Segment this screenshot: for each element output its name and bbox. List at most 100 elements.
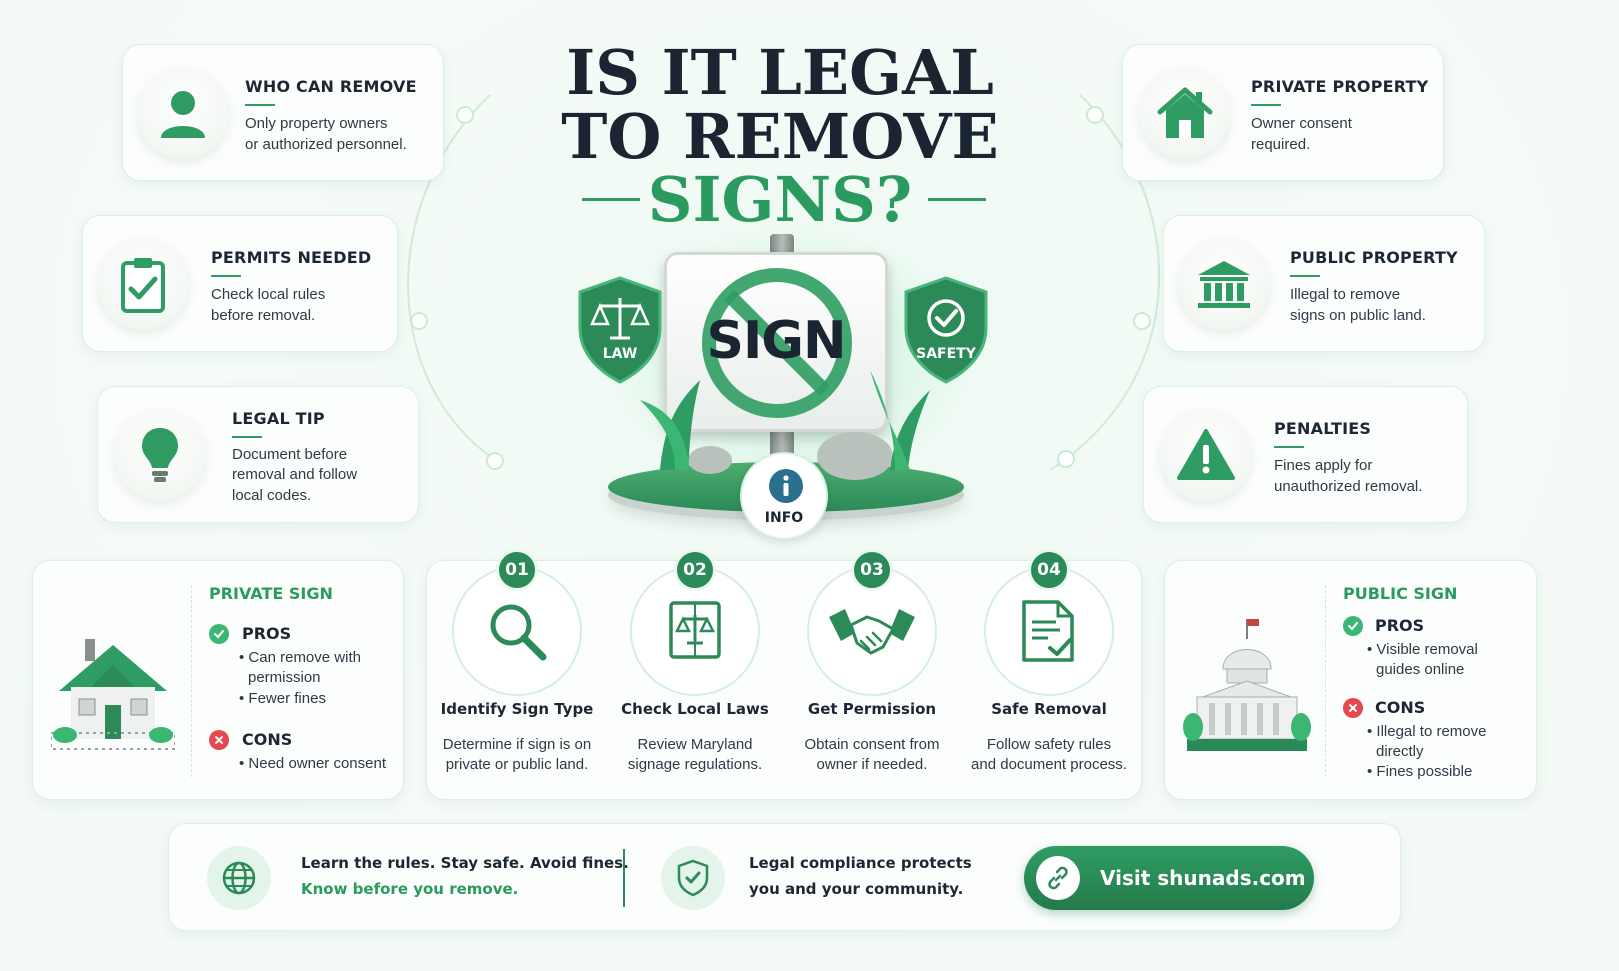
law-book-icon (669, 601, 721, 659)
house-icon-wrap (1139, 67, 1231, 159)
step-4-text-2: and document process. (971, 756, 1127, 773)
cons-item-1: • Need owner consent (239, 755, 387, 772)
card-title: LEGAL TIP (232, 409, 325, 438)
pros-label: PROS (1375, 616, 1425, 635)
card-text-1: Owner consent (1251, 115, 1352, 132)
globe-icon-wrap (207, 846, 271, 910)
step-1-title: Identify Sign Type (440, 700, 594, 718)
clipboard-check-icon (121, 258, 165, 313)
bank-icon-wrap (1178, 238, 1270, 330)
x-circle-icon (209, 730, 229, 750)
card-text-1: Check local rules (211, 286, 326, 303)
connector-dot (1057, 450, 1075, 468)
card-penalties: PENALTIES Fines apply for unauthorized r… (1143, 386, 1468, 523)
cons-label: CONS (1375, 698, 1426, 717)
footer-divider (623, 849, 625, 907)
card-permits-needed: PERMITS NEEDED Check local rules before … (82, 215, 398, 352)
pros-item-1: • Can remove with (239, 649, 361, 666)
footer-tagline-2: Know before you remove. (301, 880, 519, 898)
card-title: PENALTIES (1274, 419, 1371, 448)
person-icon-wrap (137, 67, 229, 159)
document-check-icon (1022, 600, 1074, 662)
clipboard-icon-wrap (97, 238, 189, 330)
step-2-text-2: signage regulations. (627, 756, 763, 773)
footer-tagline-1: Learn the rules. Stay safe. Avoid fines. (301, 854, 629, 872)
card-title: PERMITS NEEDED (211, 248, 371, 277)
pros-item-2: guides online (1376, 661, 1465, 678)
title-line-2: TO REMOVE (561, 100, 999, 173)
step-3-text-1: Obtain consent from (804, 736, 940, 753)
public-sign-panel: PUBLIC SIGN PROS • Visible removal guide… (1164, 560, 1537, 800)
person-icon (161, 91, 205, 138)
divider (191, 585, 192, 777)
pros-item-3: • Fewer fines (239, 690, 326, 707)
card-legal-tip: LEGAL TIP Document before removal and fo… (97, 386, 419, 523)
divider (1325, 585, 1326, 777)
law-label: LAW (602, 346, 638, 362)
footer-compliance-1: Legal compliance protects (749, 854, 972, 872)
x-circle-icon (1343, 698, 1363, 718)
scales-icon (578, 276, 662, 384)
lightbulb-icon (142, 428, 178, 482)
card-text-1: Illegal to remove (1290, 286, 1401, 303)
connector-dot (410, 312, 428, 330)
safety-shield: SAFETY (902, 276, 990, 384)
step-4-title: Safe Removal (991, 700, 1107, 718)
globe-icon (222, 861, 256, 895)
card-text-1: Fines apply for (1274, 457, 1373, 474)
card-title: PUBLIC PROPERTY (1290, 248, 1458, 277)
connector-dot (456, 106, 474, 124)
card-public-property: PUBLIC PROPERTY Illegal to remove signs … (1163, 215, 1485, 352)
info-icon (769, 469, 803, 503)
step-2-title: Check Local Laws (621, 700, 769, 718)
card-private-property: PRIVATE PROPERTY Owner consent required. (1122, 44, 1444, 181)
private-sign-title: PRIVATE SIGN (209, 584, 333, 603)
card-text-2: removal and follow (232, 466, 358, 483)
sign-board: SIGN (664, 252, 888, 432)
shield-check-icon (677, 859, 709, 897)
card-text-1: Only property owners (245, 115, 388, 132)
info-badge: INFO (740, 452, 828, 540)
step-1-text-1: Determine if sign is on (442, 736, 592, 753)
no-sign-icon (702, 268, 852, 418)
bank-icon (1198, 261, 1250, 308)
cons-item-3: • Fines possible (1367, 763, 1473, 780)
law-shield: LAW (576, 276, 664, 384)
cons-item-1: • Illegal to remove (1367, 723, 1487, 740)
card-text-1: Document before (232, 446, 348, 463)
title-rule-left (582, 198, 640, 201)
footer-bar: Learn the rules. Stay safe. Avoid fines.… (168, 823, 1401, 931)
card-title: PRIVATE PROPERTY (1251, 77, 1428, 106)
grass-decoration (640, 370, 930, 480)
step-3-text-2: owner if needed. (816, 756, 928, 773)
card-text-2: unauthorized removal. (1274, 478, 1423, 495)
footer-compliance-2: you and your community. (749, 880, 964, 898)
safety-label: SAFETY (916, 346, 976, 362)
warning-icon-wrap (1160, 409, 1252, 501)
link-icon (1048, 866, 1068, 890)
step-4-text-1: Follow safety rules (986, 736, 1112, 753)
visit-website-label: Visit shunads.com (1100, 866, 1306, 890)
check-shield-icon (904, 276, 988, 384)
cons-item-2: directly (1376, 743, 1424, 760)
step-2-text-1: Review Maryland (637, 736, 753, 753)
magnifier-icon (490, 604, 547, 661)
connector-dot (486, 452, 504, 470)
step-3-title: Get Permission (807, 700, 937, 718)
sign-text: SIGN (706, 311, 847, 371)
pros-item-1: • Visible removal (1367, 641, 1478, 658)
warning-icon (1177, 429, 1235, 480)
visit-website-button[interactable]: Visit shunads.com (1024, 846, 1314, 910)
house-icon (1157, 87, 1213, 138)
pros-item-2: permission (248, 669, 321, 686)
link-icon-wrap (1036, 856, 1080, 900)
card-text-2: or authorized personnel. (245, 136, 407, 153)
title-rule-right (928, 198, 986, 201)
cons-label: CONS (242, 730, 293, 749)
title-line-1: IS IT LEGAL (566, 36, 994, 109)
step-2-number: 02 (674, 549, 716, 591)
card-who-can-remove: WHO CAN REMOVE Only property owners or a… (122, 44, 444, 181)
step-3-number: 03 (851, 549, 893, 591)
check-circle-icon (209, 624, 229, 644)
card-text-2: required. (1251, 136, 1311, 153)
